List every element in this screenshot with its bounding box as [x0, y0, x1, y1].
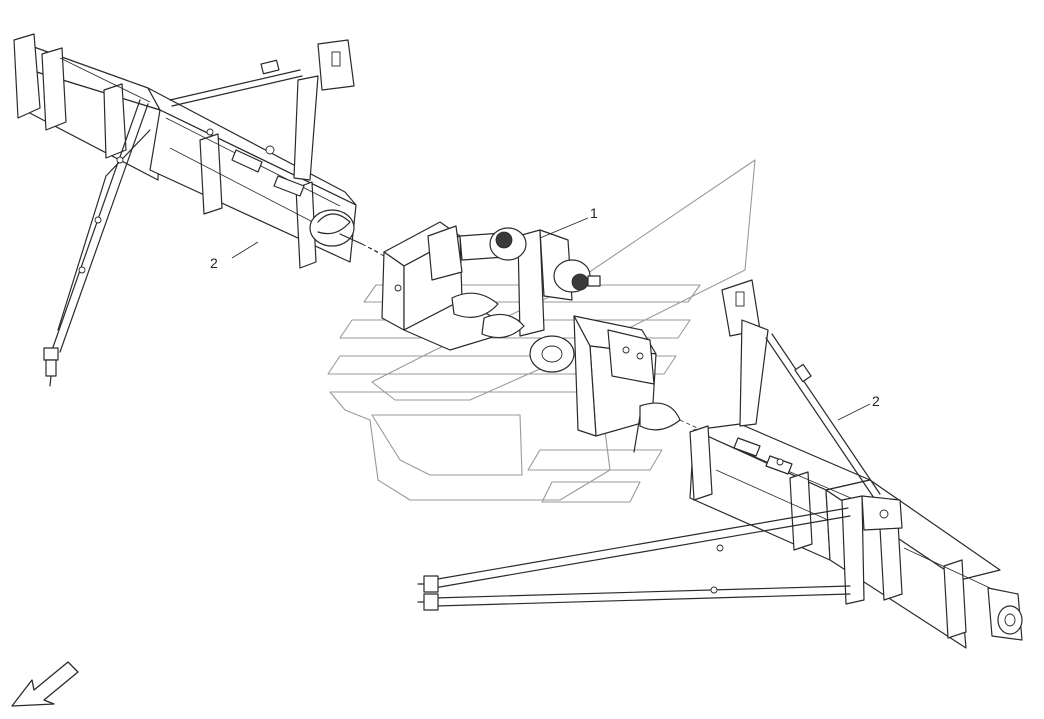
callout-center-unit: 1 [590, 205, 598, 221]
left-wing-assembly: 2 [13, 33, 379, 387]
callout-left-wing: 2 [210, 255, 218, 271]
callout-right-wing: 2 [872, 393, 880, 409]
right-wing-assembly: 2 [417, 279, 1023, 649]
direction-arrow-icon [11, 661, 79, 707]
center-unit-assembly: 1 [361, 205, 707, 453]
callout-leader-left-wing [231, 241, 259, 259]
callout-leader-center-unit [539, 217, 589, 239]
callout-leader-right-wing [837, 403, 871, 421]
